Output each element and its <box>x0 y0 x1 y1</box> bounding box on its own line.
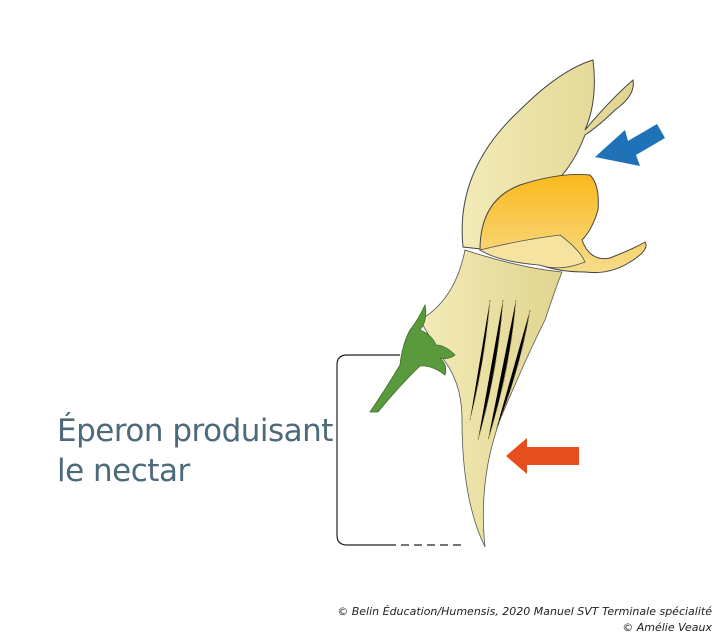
credit-illustrator: © Amélie Veaux <box>622 621 712 634</box>
orange-arrow-icon <box>506 438 579 474</box>
label-line-2: le nectar <box>57 453 190 489</box>
corolla-tube-spur <box>419 249 563 548</box>
spur-label: Éperon produisant le nectar <box>57 411 333 491</box>
credit-publisher: © Belin Éducation/Humensis, 2020 Manuel … <box>337 605 712 618</box>
label-line-1: Éperon produisant <box>57 413 333 449</box>
blue-arrow-icon <box>595 124 665 166</box>
copyright-credits: © Belin Éducation/Humensis, 2020 Manuel … <box>337 604 712 636</box>
tube-veins <box>469 299 531 441</box>
sepal-stem <box>369 303 456 413</box>
spur-bracket <box>336 354 465 546</box>
